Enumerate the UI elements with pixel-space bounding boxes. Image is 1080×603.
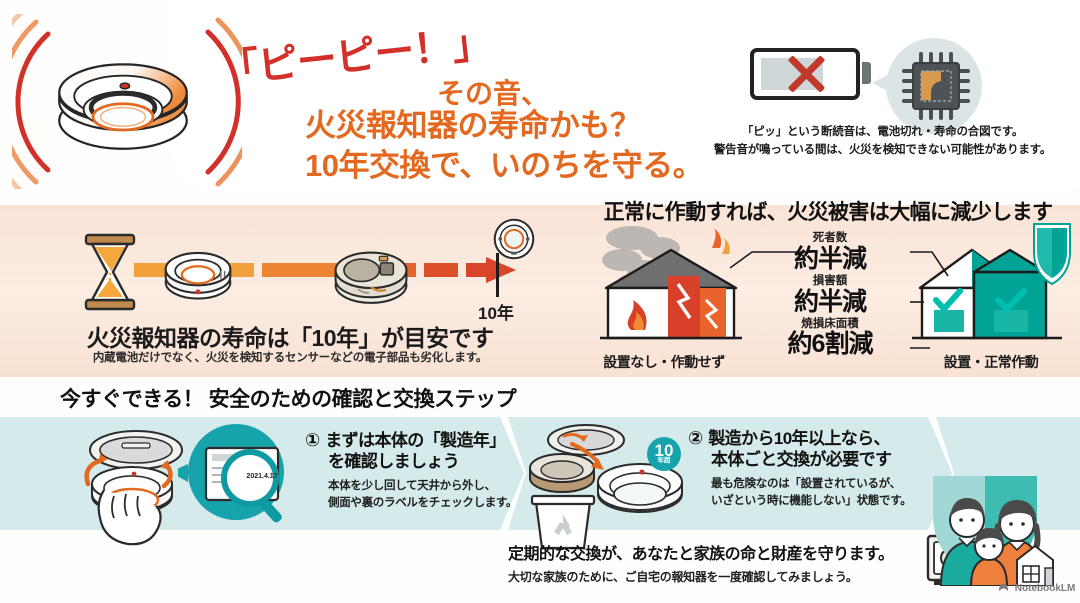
ten-year-badge: 10 年超 bbox=[647, 437, 681, 471]
timeline-year-label: 10年 bbox=[478, 304, 514, 323]
steps-heading: 今すぐできる！ 安全のための確認と交換ステップ bbox=[60, 388, 517, 411]
magnifier-icon bbox=[178, 424, 284, 523]
step-2-body-line-2: いざという時に機能しない」状態です。 bbox=[711, 495, 912, 508]
closing-line-2: 大切な家族のために、ご自宅の報知器を一度確認してみましょう。 bbox=[508, 570, 858, 584]
comparison-caption-left: 設置なし・作動せず bbox=[603, 354, 725, 370]
step-1-body-line-2: 側面や裏のラベルをチェックします。 bbox=[328, 497, 518, 510]
stat-value-2: 約6割減 bbox=[787, 330, 874, 359]
stat-label-0: 死者数 bbox=[812, 232, 848, 244]
step-divider-chevron-1 bbox=[500, 417, 526, 530]
battery-note-group: 「ピッ」という断続音は、電池切れ・寿命の合図です。 警告音が鳴っている間は、火災… bbox=[690, 36, 1075, 164]
step-2-number: ② bbox=[688, 428, 704, 448]
stat-label-1: 損害額 bbox=[812, 274, 848, 287]
step-2-title-line-2: 本体ごと交換が必要です bbox=[711, 450, 892, 470]
battery-terminal bbox=[862, 62, 871, 84]
detector-stage-aged-icon bbox=[334, 251, 408, 304]
watermark-label: NotebookLM bbox=[1014, 583, 1076, 594]
cross-mark-icon bbox=[782, 52, 830, 96]
comparison-caption-right: 設置・正常作動 bbox=[943, 354, 1039, 370]
family-illustration-icon bbox=[933, 476, 1054, 586]
battery-caption-line-1: 「ピッ」という断続音は、電池切れ・寿命の合図です。 bbox=[741, 126, 1024, 138]
hero-detector-group bbox=[12, 14, 242, 189]
old-detector-icon bbox=[529, 424, 625, 493]
detector-stage-replacement-icon bbox=[493, 218, 535, 260]
hourglass-icon bbox=[84, 233, 136, 311]
headline-line-3: 10年交換で、いのちを守る。 bbox=[305, 148, 704, 183]
badge-unit: 年超 bbox=[657, 457, 671, 464]
stat-value-1: 約半減 bbox=[793, 287, 867, 316]
comparison-title: 正常に作動すれば、火災被害は大幅に減少します bbox=[603, 201, 1053, 224]
step-1-text: ① まずは本体の「製造年」 を確認しましょう 本体を少し回して天井から外し、 側… bbox=[305, 430, 520, 512]
lifespan-subtitle: 内蔵電池だけでなく、火災を検知するセンサーなどの電子部品も劣化します。 bbox=[92, 352, 488, 364]
recycle-bin-icon bbox=[530, 494, 596, 550]
lifespan-title: 火災報知器の寿命は「10年」が目安です bbox=[86, 325, 494, 351]
step-2-body-line-1: 最も危険なのは「設置されているが、 bbox=[711, 477, 901, 490]
manufacture-date-label: 2021.4.17 bbox=[246, 473, 278, 480]
watermark: NotebookLM bbox=[998, 583, 1075, 594]
smoke-detector-icon bbox=[58, 63, 188, 150]
detector-stage-new-icon bbox=[164, 251, 232, 300]
notebooklm-logo-icon bbox=[999, 583, 1008, 592]
microchip-icon bbox=[902, 52, 970, 120]
stat-label-2: 焼損床面積 bbox=[801, 317, 859, 330]
closing-line-1: 定期的な交換が、あなたと家族の命と財産を守ります。 bbox=[508, 546, 894, 563]
shield-icon bbox=[1033, 223, 1071, 286]
background-band-closing bbox=[0, 530, 1080, 603]
headline-line-1: その音、 bbox=[437, 78, 550, 109]
hand-icon bbox=[97, 489, 162, 546]
lifespan-timeline-group: 10年 火災報知器の寿命は「10年」が目安で bbox=[30, 215, 550, 375]
closing-message: 定期的な交換が、あなたと家族の命と財産を守ります。 大切な家族のために、ご自宅の… bbox=[508, 540, 928, 585]
new-detector-icon bbox=[597, 463, 683, 513]
comparison-group: 正常に作動すれば、火災被害は大幅に減少します bbox=[580, 196, 1076, 378]
step-2-title-line-1: 製造から10年以上なら、 bbox=[708, 429, 890, 448]
battery-caption-line-2: 警告音が鳴っている間は、火災を検知できない可能性があります。 bbox=[713, 143, 1052, 156]
step-1-body-line-1: 本体を少し回して天井から外し、 bbox=[328, 479, 496, 492]
burning-house-icon bbox=[600, 226, 742, 340]
headline-line-2: 火災報知器の寿命かも？ bbox=[305, 108, 641, 143]
background-band-divider bbox=[0, 377, 1080, 417]
comparison-stats: 死者数 約半減 損害額 約半減 焼損床面積 約6割減 bbox=[746, 232, 914, 360]
sound-wave-icon bbox=[12, 14, 242, 189]
step-1-title-line-1: まずは本体の「製造年」 bbox=[325, 431, 506, 450]
badge-number: 10 bbox=[654, 441, 674, 460]
step-1-number: ① bbox=[305, 430, 321, 450]
protected-house-icon bbox=[912, 223, 1071, 340]
stat-value-0: 約半減 bbox=[793, 244, 867, 273]
step-1-title-line-2: を確認しましょう bbox=[328, 452, 460, 472]
timeline-year-tick bbox=[496, 253, 499, 297]
step-2-text: ② 製造から10年以上なら、 本体ごと交換が必要です 最も危険なのは「設置されて… bbox=[688, 428, 913, 510]
battery-note-caption: 「ピッ」という断続音は、電池切れ・寿命の合図です。 警告音が鳴っている間は、火災… bbox=[690, 124, 1075, 160]
